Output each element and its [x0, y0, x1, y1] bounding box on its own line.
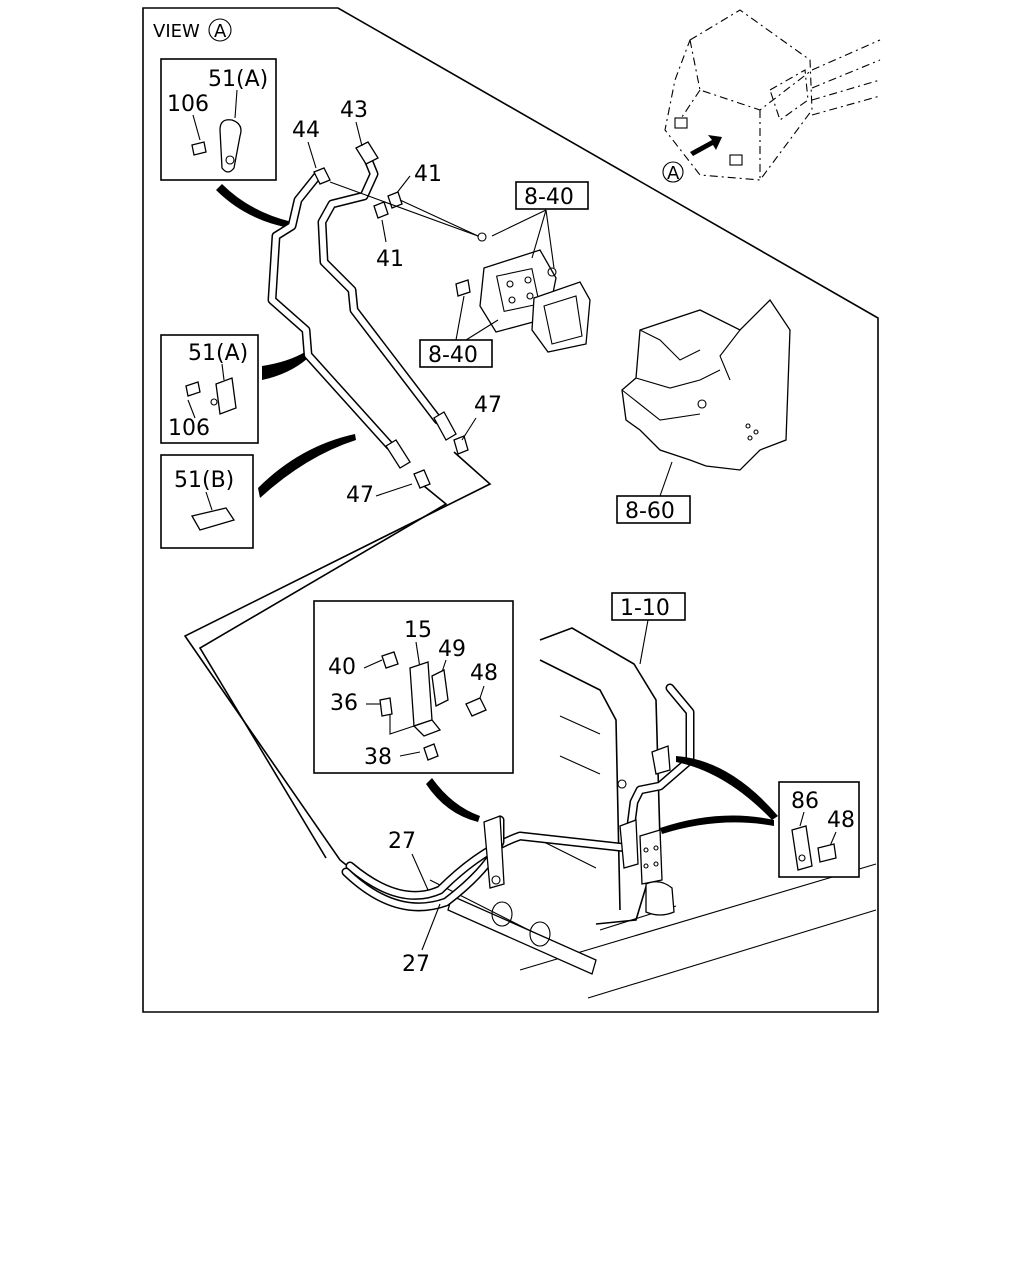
- label-27-upper: 27: [388, 829, 416, 854]
- label-106-top: 106: [167, 92, 209, 117]
- label-106-mid: 106: [168, 416, 210, 441]
- view-direction-arrow: [690, 135, 722, 156]
- label-43: 43: [340, 98, 368, 123]
- label-38: 38: [364, 745, 392, 770]
- callout-arrow-51a-top: [216, 184, 292, 228]
- inset-51a-top: [160, 58, 277, 181]
- label-47-left: 47: [346, 483, 374, 508]
- label-41-upper: 41: [414, 162, 442, 187]
- label-49: 49: [438, 637, 466, 662]
- pipe-43: [317, 147, 443, 425]
- label-44: 44: [292, 118, 320, 143]
- ref-box-8-60: [616, 495, 691, 524]
- label-40: 40: [328, 655, 356, 680]
- view-marker-circle: [208, 18, 232, 42]
- bracket-15-part: [379, 651, 487, 761]
- label-48-inset: 48: [470, 661, 498, 686]
- label-86: 86: [791, 789, 819, 814]
- label-51b: 51(B): [174, 468, 234, 493]
- inset-51a-mid: [160, 334, 259, 444]
- label-27-lower: 27: [402, 952, 430, 977]
- clip-86-part: [791, 825, 837, 871]
- callout-arrow-clip-86-b: [660, 815, 774, 834]
- inset-51b: [160, 454, 254, 549]
- diagram-frame: [142, 7, 879, 1013]
- ref-box-8-40-top: [515, 181, 589, 210]
- callout-arrow-51a-mid: [262, 352, 308, 380]
- callout-arrow-clip-86: [676, 756, 778, 820]
- ref-1-10: 1-10: [620, 596, 670, 621]
- vehicle-cab-sketch: A: [662, 9, 881, 184]
- pipe-27-upper: [345, 683, 695, 900]
- vehicle-marker: A: [667, 163, 680, 184]
- pipe-routing-line: [183, 451, 492, 869]
- valve-cover: [455, 232, 591, 353]
- label-48-right: 48: [827, 808, 855, 833]
- label-51a-mid: 51(A): [188, 341, 248, 366]
- clip-51a-mid-part: [185, 377, 237, 415]
- ref-8-40-top: 8-40: [524, 185, 574, 210]
- pipe-44: [267, 170, 395, 451]
- label-47-right: 47: [474, 393, 502, 418]
- ref-8-40-bottom: 8-40: [428, 343, 478, 368]
- label-36: 36: [330, 691, 358, 716]
- label-15: 15: [404, 618, 432, 643]
- view-marker: A: [214, 21, 227, 42]
- ref-box-1-10: [611, 592, 686, 621]
- ref-8-60: 8-60: [625, 499, 675, 524]
- engine-block: [621, 298, 791, 471]
- view-title: VIEW: [153, 21, 200, 42]
- label-51a-top: 51(A): [208, 67, 268, 92]
- label-41-lower: 41: [376, 247, 404, 272]
- callout-arrow-51b: [258, 434, 356, 498]
- tag-51b-part: [191, 507, 236, 531]
- clip-51a-top-part: [191, 119, 242, 173]
- callout-arrow-bracket: [426, 778, 480, 822]
